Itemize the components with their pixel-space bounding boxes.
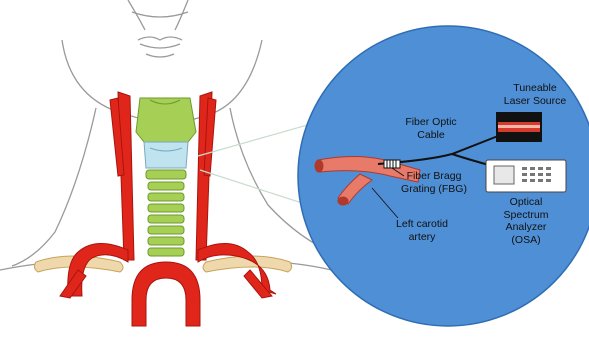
osa-label: Optical Spectrum Analyzer (OSA) <box>492 196 560 246</box>
fbg-grating <box>384 160 400 168</box>
laser-source-icon <box>496 112 542 142</box>
left-carotid-label: Left carotid artery <box>386 218 458 243</box>
larynx <box>136 98 196 168</box>
laser-source-label: Tuneable Laser Source <box>494 82 576 107</box>
fbg-label: Fiber Bragg Grating (FBG) <box>392 170 476 195</box>
spectrum-analyzer-icon <box>486 160 566 192</box>
fiber-optic-cable-label: Fiber Optic Cable <box>396 116 466 141</box>
trachea-rings <box>146 170 186 256</box>
